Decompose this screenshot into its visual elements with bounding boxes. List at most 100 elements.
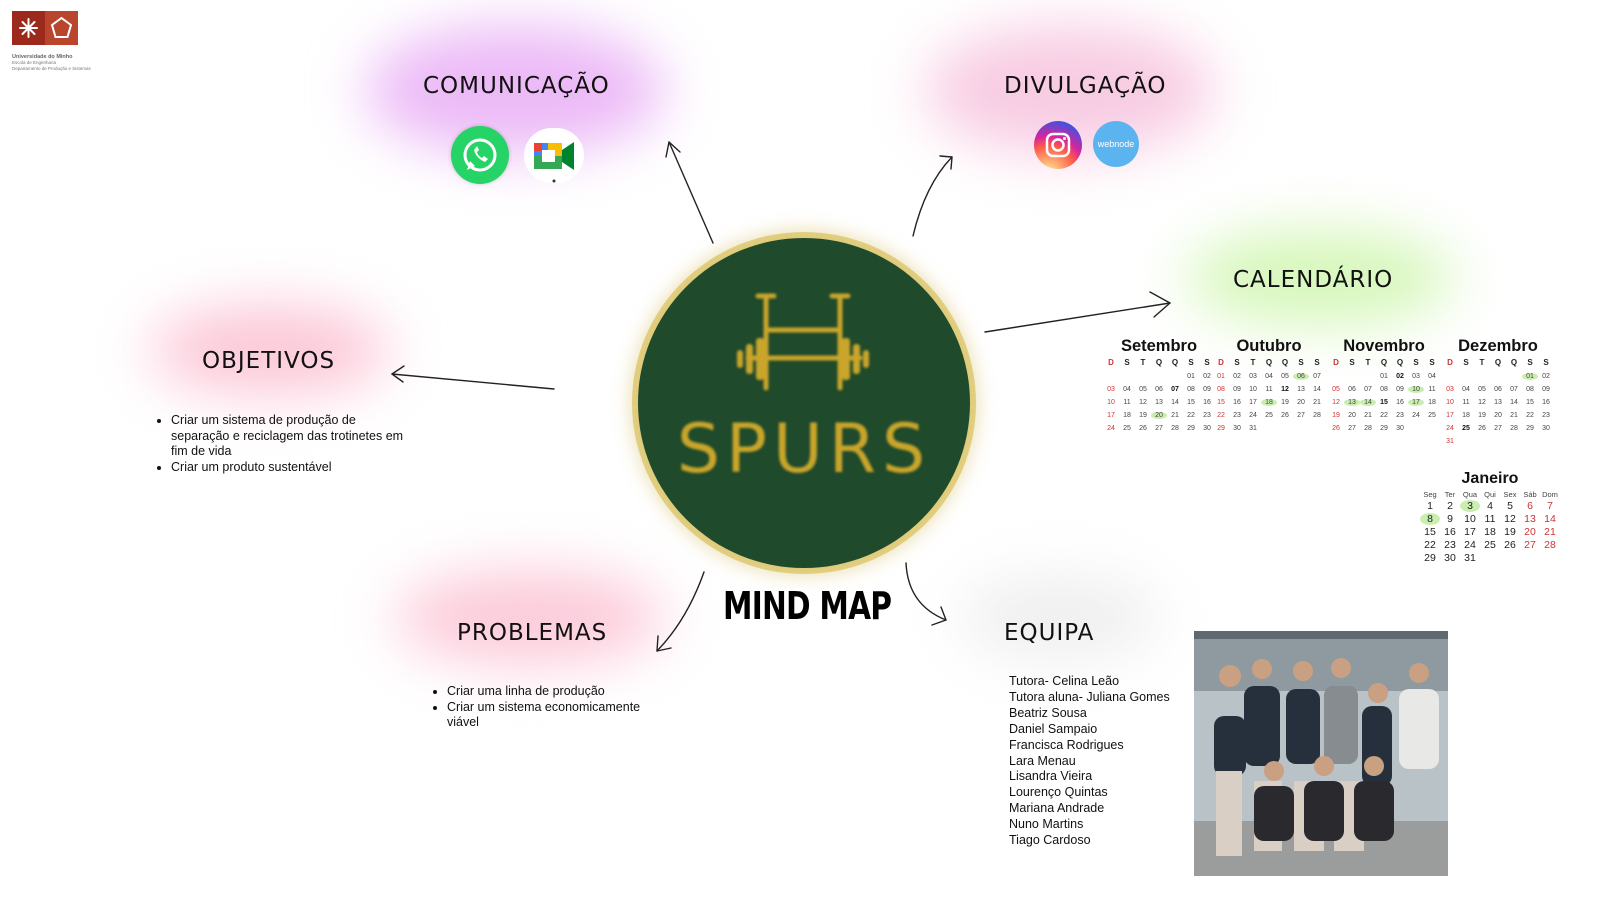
calendar-day: 11 — [1484, 513, 1496, 525]
calendar-day: 9 — [1447, 513, 1453, 525]
team-member: Lisandra Vieira — [1009, 769, 1093, 784]
calendar-day: 01 — [1217, 373, 1225, 380]
month-name: Setembro — [1120, 337, 1198, 355]
whatsapp-icon — [451, 126, 509, 184]
empty-day — [1167, 373, 1183, 380]
calendar-day: 02 — [1542, 373, 1550, 380]
empty-day — [1474, 373, 1490, 380]
empty-day — [1151, 373, 1167, 380]
calendar-day: 11 — [1428, 386, 1436, 393]
calendar-day: 18 — [1428, 399, 1436, 406]
calendar-day: 28 — [1510, 425, 1518, 432]
objetivos-list: Criar um sistema de produção de separaçã… — [155, 413, 411, 475]
calendar-day: 06 — [1293, 373, 1309, 380]
calendar-day: 10 — [1249, 386, 1257, 393]
calendar-day: 14 — [1510, 399, 1518, 406]
glow-objetivos — [150, 305, 390, 395]
calendar-day: 21 — [1313, 399, 1321, 406]
month-name: Outubro — [1236, 337, 1302, 355]
calendar-day: 04 — [1265, 373, 1273, 380]
weekday-header: Q — [1510, 358, 1518, 367]
calendar-day: 09 — [1542, 386, 1550, 393]
calendar-day: 13 — [1155, 399, 1163, 406]
calendar-day: 14 — [1313, 386, 1321, 393]
calendar-day: 12 — [1478, 399, 1486, 406]
arrow-comunicacao — [668, 141, 714, 244]
calendar-day: 15 — [1217, 399, 1225, 406]
calendar-day: 13 — [1344, 399, 1360, 406]
university-logo: Universidade do Minho Escola de Engenhar… — [12, 11, 102, 72]
team-member: Lourenço Quintas — [1009, 785, 1108, 800]
team-member: Lara Menau — [1009, 753, 1076, 768]
calendar-day: 23 — [1203, 412, 1211, 419]
calendar-day: 13 — [1297, 386, 1305, 393]
calendar-day: 16 — [1396, 399, 1404, 406]
weekday-header: S — [1527, 358, 1533, 367]
calendar-day: 07 — [1171, 386, 1179, 393]
month-name: Janeiro — [1461, 470, 1519, 487]
weekday-header: S — [1413, 358, 1419, 367]
calendar-day: 20 — [1297, 399, 1305, 406]
empty-day — [1506, 373, 1522, 380]
arrow-objetivos — [391, 373, 555, 390]
weekday-header: Qui — [1484, 490, 1496, 499]
calendar-day: 02 — [1203, 373, 1211, 380]
calendar-day: 08 — [1217, 386, 1225, 393]
weekday-header: T — [1365, 358, 1371, 367]
list-item: Criar um produto sustentável — [171, 460, 411, 476]
team-member: Francisca Rodrigues — [1009, 737, 1124, 752]
calendar-day: 06 — [1494, 386, 1502, 393]
calendar-day: 29 — [1424, 552, 1436, 564]
asterisk-icon — [12, 11, 45, 45]
calendar-day: 21 — [1544, 526, 1556, 538]
weekday-header: T — [1250, 358, 1256, 367]
calendar-day: 25 — [1428, 412, 1436, 419]
calendar-day: 19 — [1332, 412, 1340, 419]
team-member: Tutora aluna- Juliana Gomes — [1009, 689, 1170, 704]
weekday-header: D — [1108, 358, 1114, 367]
problemas-list: Criar uma linha de produção Criar um sis… — [431, 684, 647, 731]
calendar-day: 19 — [1504, 526, 1516, 538]
calendar-day: 8 — [1420, 513, 1440, 525]
problemas-title: PROBLEMAS — [457, 620, 608, 646]
calendar-day: 5 — [1507, 500, 1513, 512]
calendar-day: 24 — [1107, 425, 1115, 432]
list-item: Criar uma linha de produção — [447, 684, 647, 700]
calendar-day: 27 — [1155, 425, 1163, 432]
calendar-day: 10 — [1464, 513, 1476, 525]
calendar-day: 04 — [1462, 386, 1470, 393]
calendar-day: 31 — [1446, 438, 1454, 445]
calendar-day: 20 — [1524, 526, 1536, 538]
weekday-header: Q — [1396, 358, 1404, 367]
calendar-day: 6 — [1527, 500, 1533, 512]
calendar-day: 05 — [1478, 386, 1486, 393]
calendar-day: 30 — [1233, 425, 1241, 432]
empty-day — [1344, 373, 1360, 380]
calendar-day: 20 — [1151, 412, 1167, 419]
weekday-header: S — [1234, 358, 1240, 367]
weekday-header: D — [1447, 358, 1453, 367]
logo-school: Escola de Engenharia — [12, 60, 57, 65]
calendar-day: 27 — [1524, 539, 1536, 551]
calendar-day: 14 — [1544, 513, 1556, 525]
calendar-day: 16 — [1203, 399, 1211, 406]
glow-calendario — [1185, 230, 1455, 325]
calendar-day: 14 — [1171, 399, 1179, 406]
calendar-day: 17 — [1249, 399, 1257, 406]
calendar-day: 22 — [1380, 412, 1388, 419]
calendar-day: 06 — [1155, 386, 1163, 393]
calendar-day: 28 — [1364, 425, 1372, 432]
calendar-day: 3 — [1460, 500, 1480, 512]
calendar-day: 12 — [1139, 399, 1147, 406]
calendar-day: 21 — [1510, 412, 1518, 419]
calendar-day: 15 — [1380, 399, 1388, 406]
weekday-header: D — [1333, 358, 1339, 367]
calendar-day: 26 — [1332, 425, 1340, 432]
calendar-day: 23 — [1542, 412, 1550, 419]
weekday-header: S — [1429, 358, 1435, 367]
calendar-day: 19 — [1139, 412, 1147, 419]
list-item: Criar um sistema de produção de separaçã… — [171, 413, 411, 460]
calendar-day: 23 — [1444, 539, 1456, 551]
